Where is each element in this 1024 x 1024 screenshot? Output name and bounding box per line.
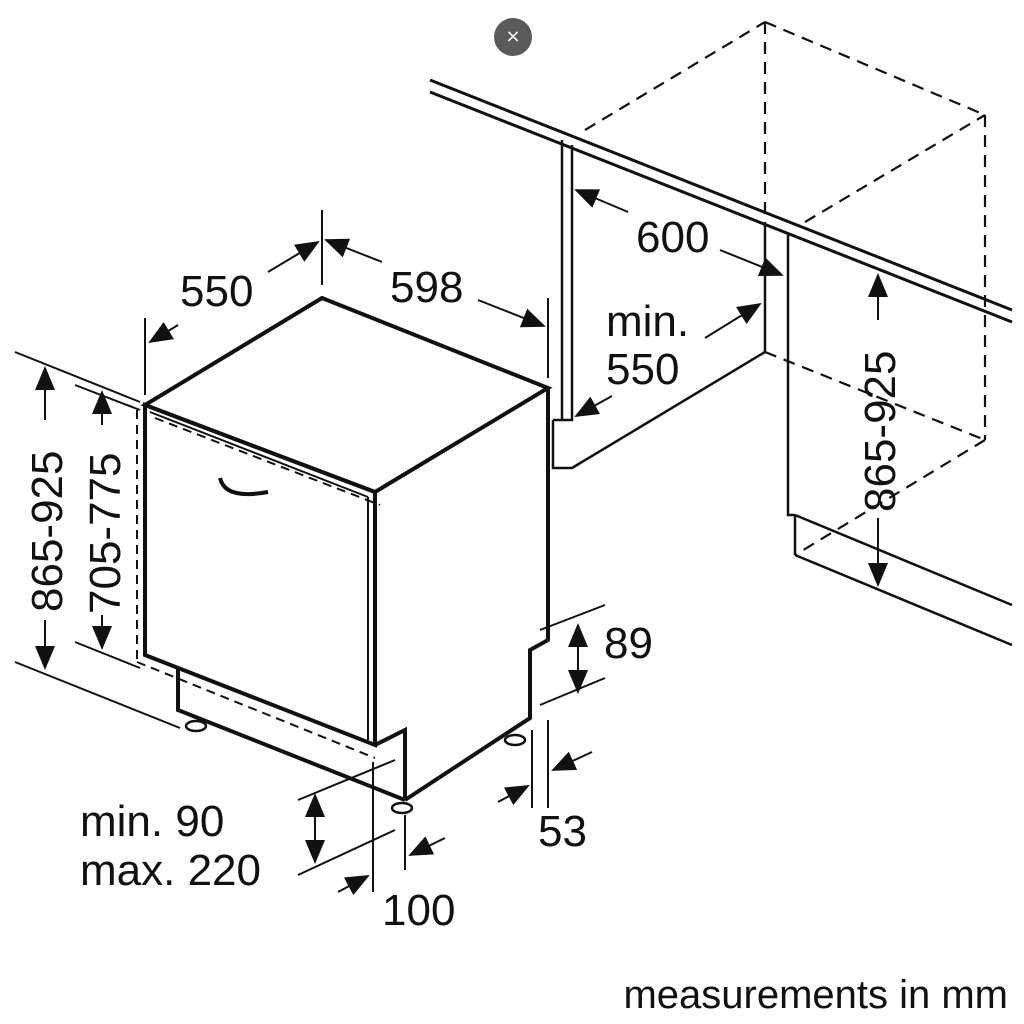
cabinet-niche: [429, 20, 1013, 647]
dim-niche-height: 865-925: [856, 351, 905, 512]
dim-niche-depth: 550: [606, 345, 679, 394]
dim-depth-top: 550: [180, 267, 253, 316]
units-note: measurements in mm: [623, 973, 1008, 1017]
close-button[interactable]: ×: [494, 18, 532, 56]
dim-height-total: 865-925: [23, 451, 72, 612]
dimension-lines: [14, 189, 888, 896]
close-icon: ×: [505, 26, 521, 47]
dim-plinth-right: 89: [604, 619, 653, 668]
dim-plinth-min: min. 90: [80, 797, 224, 846]
dim-width-top: 598: [390, 263, 463, 312]
dim-niche-depth-label: min.: [606, 297, 689, 346]
dim-foot-front: 100: [382, 886, 455, 935]
dim-foot-right: 53: [538, 807, 587, 856]
dim-plinth-max: max. 220: [80, 846, 261, 895]
dim-height-door: 705-775: [81, 453, 130, 614]
dim-niche-width: 600: [636, 213, 709, 262]
dishwasher-body: [136, 295, 553, 815]
